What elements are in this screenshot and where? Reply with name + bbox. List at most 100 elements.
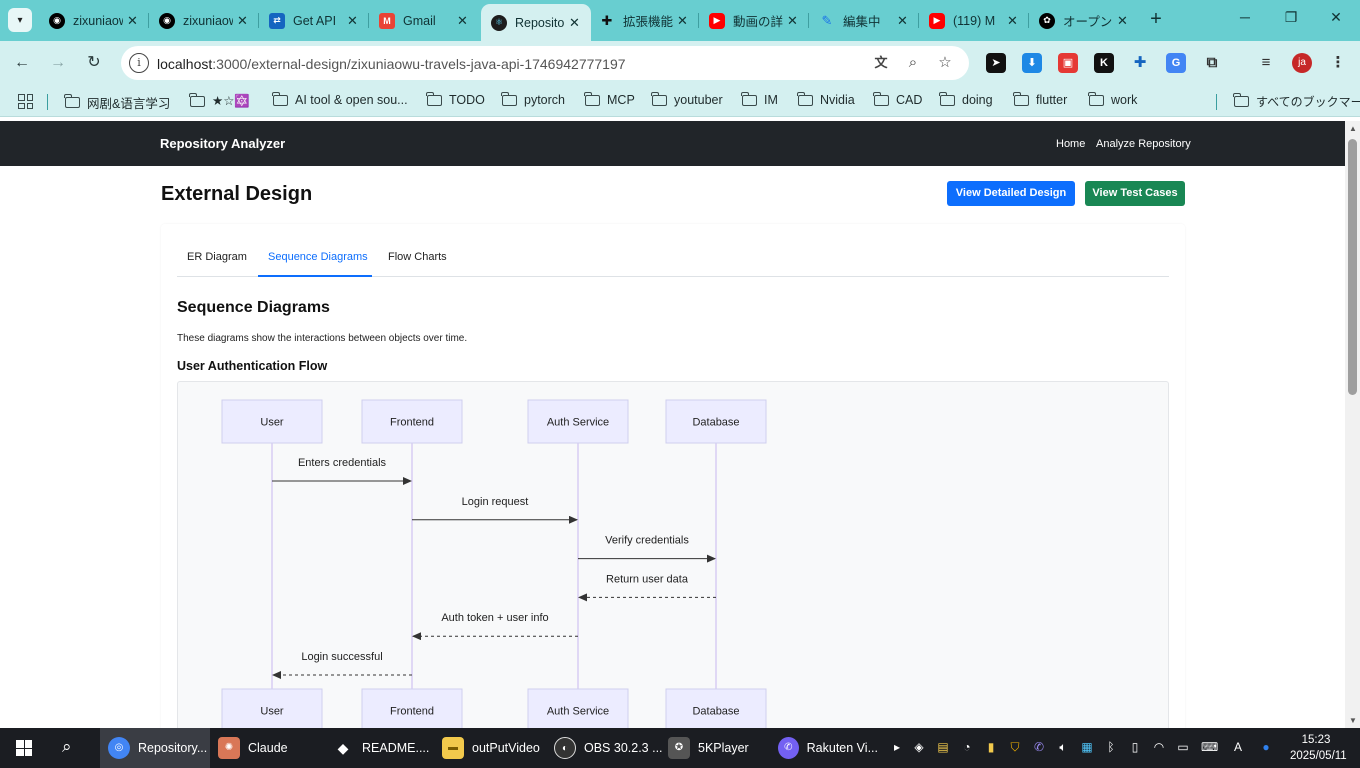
tab-er-diagram[interactable]: ER Diagram — [187, 251, 247, 263]
bookmark-folder[interactable]: pytorch — [501, 91, 565, 107]
battery-icon[interactable]: ▭ — [1177, 740, 1189, 754]
bookmark-folder[interactable]: MCP — [584, 91, 635, 107]
zoom-icon[interactable]: ⌕ — [908, 54, 918, 71]
taskbar-item-folder[interactable]: ▬outPutVideo — [442, 728, 552, 768]
extension-k-icon[interactable]: K — [1094, 53, 1114, 73]
wifi-icon[interactable]: ◠ — [1153, 740, 1165, 754]
tray-folder-icon[interactable]: ▤ — [937, 740, 949, 754]
reload-icon[interactable]: ↻ — [87, 54, 101, 71]
browser-tab[interactable]: ◉ zixuniaowu ✕ — [39, 4, 149, 37]
extension-translate-icon[interactable]: G — [1166, 53, 1186, 73]
system-clock[interactable]: 15:23 2025/05/11 — [1290, 732, 1347, 764]
taskbar-item-chrome[interactable]: ◎Repository... — [100, 728, 210, 768]
bookmark-folder[interactable]: work — [1088, 91, 1137, 107]
view-test-cases-button[interactable]: View Test Cases — [1085, 181, 1185, 206]
bookmark-folder[interactable]: Nvidia — [797, 91, 855, 107]
tray-shield-icon[interactable]: ⛉ — [1010, 740, 1020, 754]
browser-tab[interactable]: M Gmail ✕ — [369, 4, 479, 37]
tray-drive-icon[interactable]: ▯ — [1131, 740, 1139, 754]
url-text[interactable]: localhost:3000/external-design/zixuniaow… — [157, 56, 626, 72]
tray-usb-icon[interactable]: ▮ — [987, 740, 995, 754]
bookmark-folder[interactable]: youtuber — [651, 91, 723, 107]
site-info-icon[interactable]: i — [129, 53, 149, 73]
minimize-icon[interactable]: ─ — [1240, 9, 1250, 25]
page-scrollbar[interactable]: ▲ ▼ — [1345, 121, 1360, 728]
scroll-up-icon[interactable]: ▲ — [1349, 124, 1357, 133]
bookmark-folder[interactable]: TODO — [426, 91, 485, 107]
address-bar[interactable]: i localhost:3000/external-design/zixunia… — [121, 46, 969, 80]
taskbar-item-rakuten-viber[interactable]: ✆Rakuten Vi... — [778, 728, 878, 768]
taskbar-item-obs[interactable]: ◐OBS 30.2.3 ... — [554, 728, 664, 768]
browser-tab[interactable]: ✎ 編集中 ✕ — [809, 4, 919, 37]
browser-tab[interactable]: ⇄ Get API ✕ — [259, 4, 369, 37]
bookmark-folder[interactable]: flutter — [1013, 91, 1067, 107]
close-icon[interactable]: ✕ — [897, 12, 908, 28]
bookmark-folder[interactable]: doing — [939, 91, 993, 107]
browser-tab[interactable]: ◉ zixuniaowu ✕ — [149, 4, 259, 37]
nav-home-link[interactable]: Home — [1056, 138, 1086, 150]
ime-indicator[interactable]: A — [1233, 740, 1242, 754]
new-tab-button[interactable]: + — [1150, 8, 1162, 30]
tab-sequence-diagrams[interactable]: Sequence Diagrams — [268, 251, 368, 263]
close-icon[interactable]: ✕ — [457, 12, 468, 28]
bluetooth-icon[interactable]: ᛒ — [1107, 740, 1115, 754]
nav-analyze-link[interactable]: Analyze Repository — [1096, 138, 1191, 150]
close-icon[interactable]: ✕ — [787, 12, 798, 28]
extension-puzzle-icon[interactable]: ✚ — [1133, 54, 1147, 71]
keyboard-icon[interactable]: ⌨ — [1201, 740, 1219, 754]
network-globe-icon[interactable]: ● — [1262, 740, 1270, 754]
taskbar-item-5kplayer[interactable]: ✪5KPlayer — [668, 728, 768, 768]
extension-download-icon[interactable]: ⬇ — [1022, 53, 1042, 73]
browser-tab[interactable]: ✚ 拡張機能 ✕ — [589, 4, 699, 37]
browser-tab[interactable]: ▶ (119) M ✕ — [919, 4, 1029, 37]
tray-display-icon[interactable]: ▦ — [1081, 740, 1093, 754]
extensions-menu-icon[interactable]: ⧉ — [1206, 54, 1218, 71]
all-bookmarks-folder[interactable]: すべてのブックマーク — [1233, 93, 1360, 110]
browser-tab[interactable]: ▶ 動画の詳細 ✕ — [699, 4, 809, 37]
bookmark-folder[interactable]: IM — [741, 91, 778, 107]
forward-icon[interactable]: → — [50, 54, 66, 71]
close-icon[interactable]: ✕ — [569, 14, 580, 30]
bookmark-folder[interactable]: CAD — [873, 91, 922, 107]
extension-youtube-icon[interactable]: ▣ — [1058, 53, 1078, 73]
translate-icon[interactable]: 文 — [874, 55, 888, 70]
scroll-thumb[interactable] — [1348, 139, 1357, 395]
close-window-icon[interactable]: ✕ — [1330, 9, 1342, 25]
media-control-icon[interactable]: ≡ — [1261, 54, 1271, 71]
windows-start-icon[interactable] — [16, 740, 32, 756]
browser-tab-active[interactable]: ⚛ Repository ✕ — [481, 4, 591, 41]
browser-tab[interactable]: ✿ オープン ✕ — [1029, 4, 1139, 37]
close-icon[interactable]: ✕ — [237, 12, 248, 28]
tray-overflow-icon[interactable]: ▸ — [893, 740, 901, 754]
back-icon[interactable]: ← — [14, 54, 30, 71]
tab-search-button[interactable]: ▾ — [8, 8, 32, 32]
close-icon[interactable]: ✕ — [677, 12, 688, 28]
participant-label: User — [260, 706, 284, 718]
taskbar-item-readme[interactable]: ◆README.... — [332, 728, 432, 768]
tray-sync-icon[interactable]: ◔ — [963, 740, 971, 754]
tab-flow-charts[interactable]: Flow Charts — [388, 251, 447, 263]
search-icon[interactable]: ⌕ — [62, 737, 72, 756]
browser-menu-icon[interactable]: ⋮ — [1330, 54, 1346, 71]
close-icon[interactable]: ✕ — [127, 12, 138, 28]
github-icon: ◉ — [159, 12, 175, 29]
windows-taskbar: ⌕ ◎Repository... ✺Claude ◆README.... ▬ou… — [0, 728, 1360, 768]
close-icon[interactable]: ✕ — [347, 12, 358, 28]
bookmark-folder[interactable]: AI tool & open sou... — [272, 91, 408, 107]
volume-icon[interactable]: 🔈︎ — [1059, 740, 1067, 754]
restore-icon[interactable]: ❐ — [1284, 9, 1298, 25]
tray-viber-icon[interactable]: ✆ — [1033, 740, 1045, 754]
bookmark-folder[interactable]: 网剧&语言学习 — [64, 93, 170, 112]
close-icon[interactable]: ✕ — [1007, 12, 1018, 28]
taskbar-item-claude[interactable]: ✺Claude — [218, 728, 318, 768]
extension-send-icon[interactable]: ➤ — [986, 53, 1006, 73]
bookmark-star-icon[interactable]: ☆ — [938, 54, 952, 71]
tray-app-icon[interactable]: ◈ — [914, 740, 924, 754]
bookmark-folder[interactable]: ★☆🔯 — [189, 92, 250, 109]
avatar[interactable]: ja — [1292, 53, 1312, 73]
close-icon[interactable]: ✕ — [1117, 12, 1128, 28]
view-detailed-design-button[interactable]: View Detailed Design — [947, 181, 1075, 206]
apps-icon[interactable] — [18, 94, 33, 109]
app-brand[interactable]: Repository Analyzer — [160, 136, 286, 151]
scroll-down-icon[interactable]: ▼ — [1349, 716, 1357, 725]
